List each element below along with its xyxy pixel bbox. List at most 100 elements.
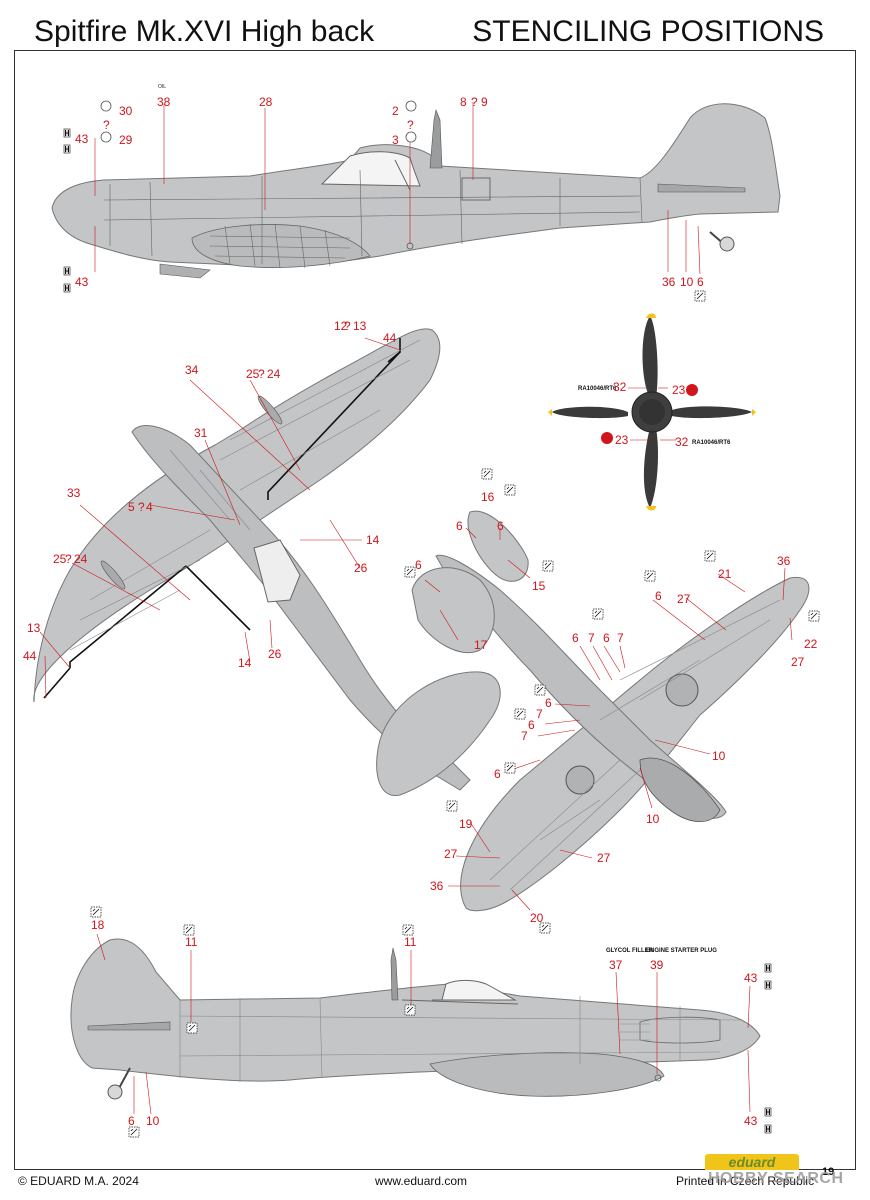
callout: 3 <box>392 133 399 147</box>
callouts-bottom-view: 16 6 6 6 15 21 36 6 27 6 7 6 7 22 27 17 … <box>415 490 818 925</box>
callout: 13 <box>353 319 367 333</box>
callout: 7 <box>521 729 528 743</box>
callout: 34 <box>185 363 199 377</box>
callout: 4 <box>146 500 153 514</box>
callout: 21 <box>718 567 732 581</box>
callout: 26 <box>354 561 368 575</box>
callout: 6 <box>655 589 662 603</box>
callout: 24 <box>267 367 281 381</box>
printed-in-text: Printed in Czech Republic <box>676 1174 815 1188</box>
bottom-view-fuselage <box>435 554 727 819</box>
callout: 10 <box>680 275 694 289</box>
page-number: 19 <box>822 1166 835 1178</box>
callout: 44 <box>383 331 397 345</box>
callout: 36 <box>662 275 676 289</box>
callout: 32 <box>613 380 627 394</box>
callout-q: ? <box>138 500 145 514</box>
callout: 6 <box>497 519 504 533</box>
callout: 36 <box>777 554 791 568</box>
callout: 7 <box>588 631 595 645</box>
callout: 30 <box>119 104 133 118</box>
callout: 6 <box>697 275 704 289</box>
drawing-frame <box>14 50 856 1170</box>
callout: 27 <box>597 851 611 865</box>
callout: 6 <box>415 558 422 572</box>
callout: 43 <box>75 132 89 146</box>
callout: 14 <box>238 656 252 670</box>
propeller-diagram: RA10046/RT6 RA10046/RT6 <box>548 313 756 511</box>
callout: 29 <box>119 133 133 147</box>
callout: 19 <box>459 817 473 831</box>
callout-q: ? <box>471 95 478 109</box>
section-title: STENCILING POSITIONS <box>472 15 824 48</box>
website-link[interactable]: www.eduard.com <box>375 1174 468 1188</box>
callout-q: ? <box>65 552 72 566</box>
callouts-top-view: 44 12 13 34 25 24 31 33 5 4 14 26 25 24 … <box>23 319 397 670</box>
callout: 43 <box>744 971 758 985</box>
callout-q: ? <box>258 367 265 381</box>
callout: 27 <box>677 592 691 606</box>
callout: 16 <box>481 490 495 504</box>
bottom-view <box>404 468 820 934</box>
callout: 5 <box>128 500 135 514</box>
callout: 26 <box>268 647 282 661</box>
callout: 37 <box>609 958 623 972</box>
callout: 17 <box>474 638 488 652</box>
callout: 25 <box>246 367 260 381</box>
callout: 12 <box>334 319 348 333</box>
callout: 6 <box>603 631 610 645</box>
callout: 31 <box>194 426 208 440</box>
callout: 6 <box>572 631 579 645</box>
callout: 23 <box>672 383 686 397</box>
callout: 9 <box>481 95 488 109</box>
callouts-propeller: 32 23 23 32 <box>613 380 689 449</box>
callout-q: ? <box>103 118 110 132</box>
callout: 6 <box>456 519 463 533</box>
callout: 36 <box>430 879 444 893</box>
callout: 39 <box>650 958 664 972</box>
callout: 13 <box>27 621 41 635</box>
side-view-right-canopy <box>432 979 517 1001</box>
callout: 11 <box>185 935 198 949</box>
glycol-filler-label: GLYCOL FILLER <box>606 948 654 954</box>
callout: 7 <box>617 631 624 645</box>
callout: 15 <box>532 579 546 593</box>
callout: 10 <box>712 749 726 763</box>
callout: 20 <box>530 911 544 925</box>
callout-q: ? <box>407 118 414 132</box>
callout: 6 <box>545 696 552 710</box>
callout: 2 <box>392 104 399 118</box>
callout: 27 <box>444 847 458 861</box>
callout: 27 <box>791 655 805 669</box>
callout: 43 <box>75 275 89 289</box>
oil-label: OIL <box>158 84 166 90</box>
callout: 8 <box>460 95 467 109</box>
callout: 32 <box>675 435 689 449</box>
callout: 33 <box>67 486 81 500</box>
prop-serial-lower: RA10046/RT6 <box>692 440 731 446</box>
copyright-text: © EDUARD M.A. 2024 <box>18 1174 139 1188</box>
callouts-side-bottom: 18 11 11 37 39 43 43 6 10 <box>91 918 758 1128</box>
callout: 14 <box>366 533 380 547</box>
callouts-side-top: 30 29 43 43 38 28 2 3 8 9 36 10 6 ? ? ? <box>75 95 704 289</box>
callout: 25 <box>53 552 67 566</box>
side-view-right-wing <box>429 1052 665 1097</box>
callout: 6 <box>528 718 535 732</box>
callout: 44 <box>23 649 37 663</box>
engine-starter-plug-label: ENGINE STARTER PLUG <box>646 948 717 954</box>
callout: 11 <box>404 935 417 949</box>
planform-top-view <box>33 328 501 796</box>
callout: 24 <box>74 552 88 566</box>
eduard-logo: eduard <box>705 1154 799 1170</box>
callout-q: ? <box>344 319 351 333</box>
callout: 6 <box>494 767 501 781</box>
callout: 18 <box>91 918 105 932</box>
callout: 23 <box>615 433 629 447</box>
callout: 10 <box>146 1114 160 1128</box>
callout: 7 <box>536 707 543 721</box>
side-view-left: OIL <box>51 84 781 302</box>
callout: 10 <box>646 812 660 826</box>
callout: 6 <box>128 1114 135 1128</box>
prop-serial-upper: RA10046/RT6 <box>578 386 617 392</box>
